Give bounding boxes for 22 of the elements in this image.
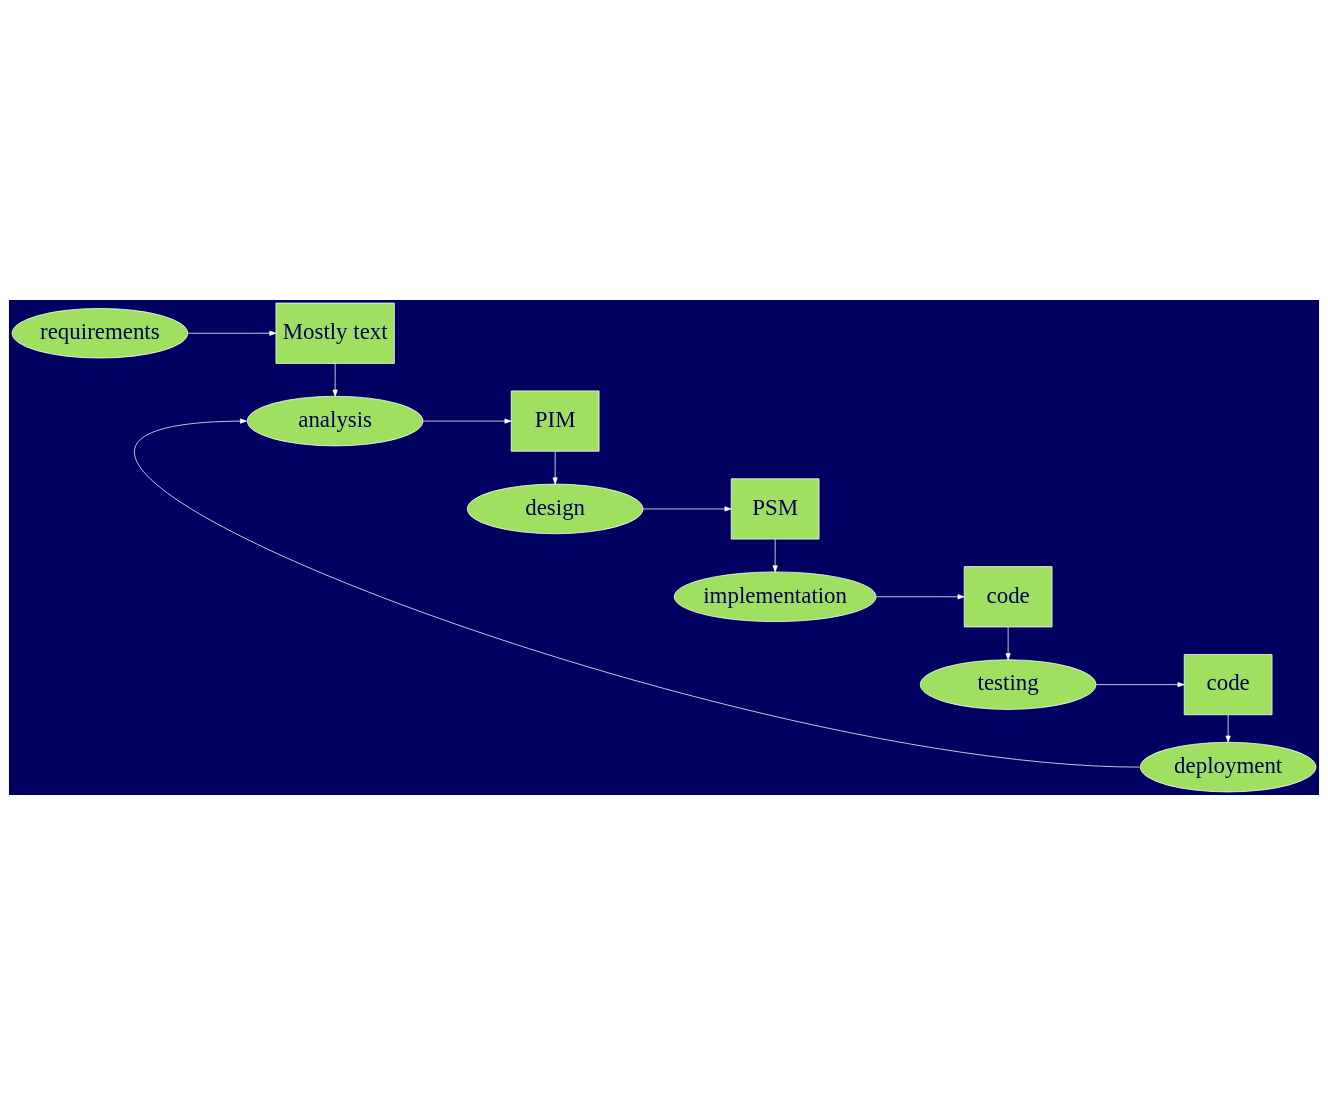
- arrow: [187, 330, 277, 336]
- arrow: [422, 418, 512, 424]
- node-box: code: [1183, 653, 1273, 715]
- arrow: [332, 362, 338, 396]
- node-box: PSM: [730, 477, 820, 539]
- node-box: Mostly text: [275, 302, 395, 364]
- arrow: [134, 418, 1140, 767]
- arrow: [1095, 681, 1185, 687]
- arrow: [1005, 626, 1011, 660]
- node-ellipse: requirements: [11, 307, 189, 358]
- node-ellipse: analysis: [246, 395, 424, 446]
- arrow: [1225, 713, 1231, 742]
- arrow: [642, 505, 732, 511]
- node-box: PIM: [510, 390, 600, 452]
- arrow: [875, 593, 965, 599]
- arrow: [772, 538, 778, 572]
- node-box: code: [963, 565, 1053, 627]
- node-ellipse: deployment: [1139, 741, 1317, 792]
- node-ellipse: testing: [919, 658, 1097, 710]
- arrow: [552, 450, 558, 484]
- node-ellipse: implementation: [673, 571, 877, 622]
- node-ellipse: design: [466, 483, 644, 534]
